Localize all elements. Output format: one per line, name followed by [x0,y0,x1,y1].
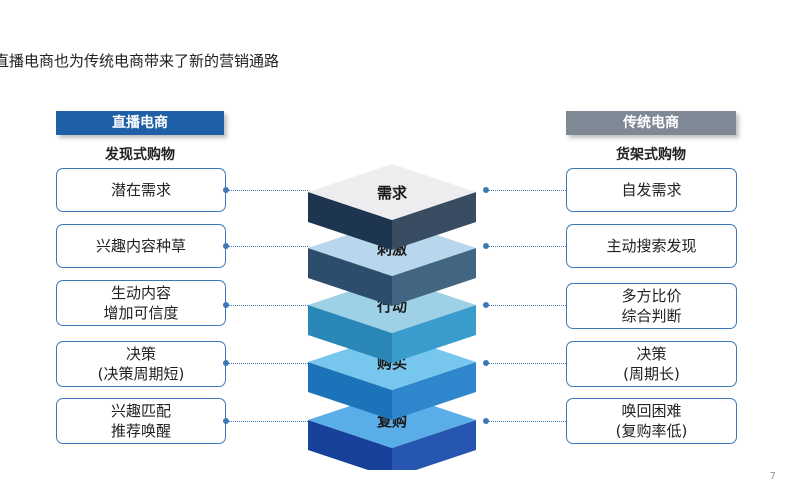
layer-right-face [392,420,476,470]
connector-line [226,305,308,306]
layer-right-face [392,192,476,250]
right-item-line1: 多方比价 [621,287,682,305]
right-item-line1: 主动搜索发现 [606,237,697,255]
connector-dot [483,418,489,424]
right-item-line2: 综合判断 [621,307,682,325]
left-item-line1: 兴趣内容种草 [95,237,186,255]
right-item-line1: 决策 [636,345,667,363]
stage-label: 需求 [377,184,408,202]
layer-right-face [392,362,476,420]
connector-dot [483,360,489,366]
page-number: 7 [769,471,776,482]
left-item-box: 决策 (决策周期短) [56,341,226,387]
connector-line [486,421,566,422]
left-item-line1: 生动内容 [110,284,171,302]
layer-top-face [308,164,476,220]
page-title: 直播电商也为传统电商带来了新的营销通路 [0,52,280,70]
connector-line [226,246,308,247]
connector-dot [223,418,229,424]
layer-left-face [308,305,392,363]
right-item-line2: (周期长) [623,365,680,383]
right-item-box: 主动搜索发现 [566,224,737,268]
left-item-line1: 潜在需求 [110,181,171,199]
layer-left-face [308,362,392,420]
connector-dot [483,243,489,249]
connector-dot [483,302,489,308]
connector-line [486,363,566,364]
connector-dot [223,187,229,193]
left-item-box: 生动内容 增加可信度 [56,280,226,326]
left-item-line2: 增加可信度 [103,304,179,322]
connector-dot [223,302,229,308]
layer-left-face [308,248,392,306]
header-traditional-commerce: 传统电商 [566,111,736,135]
subheader-discovery-shopping: 发现式购物 [105,147,175,163]
connector-line [486,305,566,306]
right-item-line2: (复购率低) [615,422,688,440]
connector-dot [223,360,229,366]
left-item-box: 潜在需求 [56,168,226,212]
left-item-line2: (决策周期短) [97,365,185,383]
right-item-box: 决策 (周期长) [566,341,737,387]
funnel-stack-diagram: 复购购买行动刺激需求 [308,164,476,470]
stack-layer-1: 需求 [308,164,476,250]
connector-line [486,246,566,247]
right-item-line1: 唤回困难 [621,402,682,420]
right-item-box: 自发需求 [566,168,737,212]
connector-line [226,421,308,422]
right-item-box: 唤回困难 (复购率低) [566,398,737,444]
layer-right-face [392,248,476,306]
connector-line [486,190,566,191]
connector-line [226,363,308,364]
connector-line [226,190,308,191]
subheader-shelf-shopping: 货架式购物 [616,147,686,163]
left-item-box: 兴趣内容种草 [56,224,226,268]
left-item-line2: 推荐唤醒 [110,422,171,440]
left-item-line1: 兴趣匹配 [110,402,171,420]
connector-dot [223,243,229,249]
layer-left-face [308,420,392,470]
layer-right-face [392,305,476,363]
right-item-line1: 自发需求 [621,181,682,199]
connector-dot [483,187,489,193]
left-item-line1: 决策 [125,345,156,363]
header-live-commerce: 直播电商 [56,111,224,135]
right-item-box: 多方比价 综合判断 [566,283,737,329]
layer-left-face [308,192,392,250]
left-item-box: 兴趣匹配 推荐唤醒 [56,398,226,444]
